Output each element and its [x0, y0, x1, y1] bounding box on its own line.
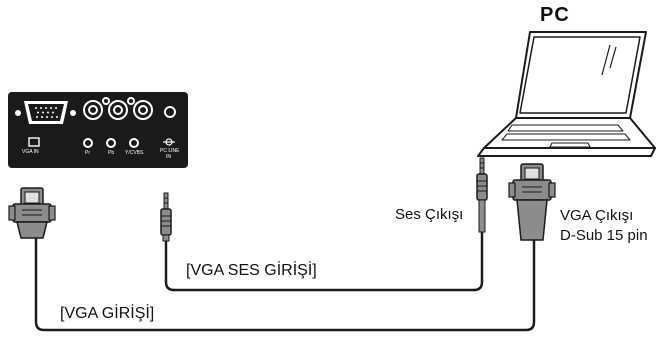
vga-in-port: [24, 101, 68, 124]
audio-cable: [164, 232, 484, 292]
vga-connector-left: [8, 187, 56, 239]
audio-plug-right: [476, 157, 488, 233]
vga-output-label: VGA Çıkışı D-Sub 15 pin: [560, 206, 648, 246]
pc-title: PC: [540, 4, 570, 26]
audio-plug-left: [160, 192, 172, 242]
monitor-rear-panel: [8, 92, 188, 168]
port-label-ycvbs: Y/CVBS: [125, 150, 144, 156]
component-ports: [83, 97, 153, 120]
port-label-vga-in: VGA IN: [22, 149, 39, 155]
vga-output-label-line2: D-Sub 15 pin: [560, 227, 648, 244]
port-label-pr: Pr: [85, 150, 90, 156]
audio-output-label: Ses Çıkışı: [395, 206, 464, 223]
port-label-pc-line-in-1: PC LINE: [160, 148, 180, 154]
port-label-pc-line-in-2: IN: [166, 154, 171, 160]
vga-connector-right: [508, 163, 556, 241]
vga-cable: [34, 238, 536, 332]
laptop-icon: [477, 31, 656, 157]
vga-audio-input-label: [VGA SES GİRİŞİ]: [186, 262, 317, 279]
port-label-pb: Pb: [108, 150, 115, 156]
vga-output-label-line1: VGA Çıkışı: [560, 207, 634, 224]
vga-input-label: [VGA GİRİŞİ]: [60, 305, 155, 322]
audio-jack: [164, 106, 176, 118]
